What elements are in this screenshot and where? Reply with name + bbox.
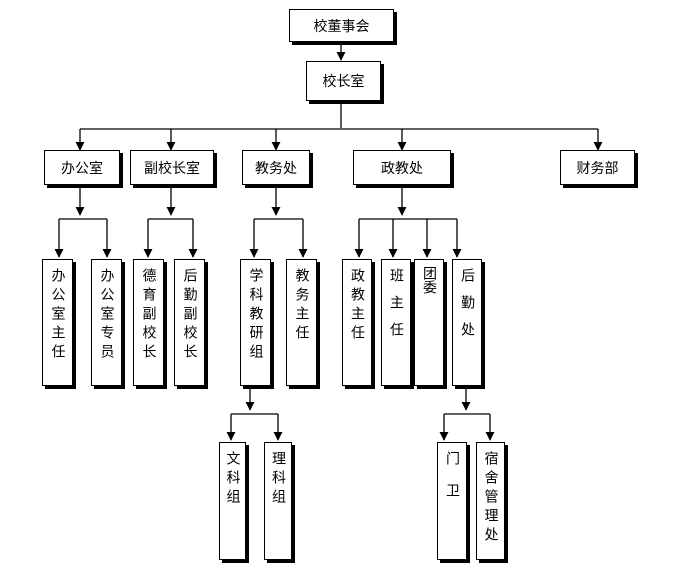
node-office-specialist-label: 办公室专员	[98, 268, 115, 363]
node-academic-affairs-label: 教务处	[255, 160, 297, 177]
node-admin-office-label: 办公室	[61, 160, 103, 177]
node-office-director-label: 办公室主任	[49, 268, 66, 363]
node-political-education: 政教处	[353, 150, 451, 185]
node-board: 校董事会	[289, 9, 394, 42]
node-finance-label: 财务部	[576, 160, 619, 177]
node-moral-vice-principal-label: 德育副校长	[140, 268, 157, 363]
node-political-director-label: 政教主任	[349, 268, 365, 344]
node-gate-guard-label: 门卫	[444, 451, 460, 515]
node-gate-guard: 门卫	[437, 442, 467, 560]
node-political-education-label: 政教处	[381, 160, 423, 177]
node-subject-research-group: 学科教研组	[240, 259, 271, 386]
node-class-teacher-label: 班主任	[388, 268, 404, 349]
youth-league-char-1: 团	[421, 266, 437, 280]
node-dorm-management: 宿舍管理处	[476, 442, 505, 560]
node-logistics-label: 后勤处	[459, 268, 475, 349]
node-dorm-management-label: 宿舍管理处	[482, 451, 499, 546]
node-liberal-arts-group-label: 文科组	[224, 451, 241, 508]
node-logistics-vice-principal-label: 后勤副校长	[181, 268, 198, 363]
node-office-director: 办公室主任	[42, 259, 73, 386]
node-principal-office: 校长室	[306, 61, 381, 101]
node-logistics-vice-principal: 后勤副校长	[174, 259, 205, 386]
node-academic-director-label: 教务主任	[293, 268, 310, 344]
node-class-teacher: 班主任	[381, 259, 411, 386]
node-vice-principal-office-label: 副校长室	[144, 160, 200, 177]
node-board-label: 校董事会	[313, 18, 370, 35]
node-youth-league: 团委	[414, 259, 444, 386]
node-office-specialist: 办公室专员	[91, 259, 122, 386]
node-principal-office-label: 校长室	[322, 74, 365, 90]
node-admin-office: 办公室	[44, 150, 120, 185]
node-logistics: 后勤处	[452, 259, 482, 386]
node-academic-affairs: 教务处	[242, 150, 310, 185]
youth-league-char-2: 委	[421, 280, 437, 294]
node-vice-principal-office: 副校长室	[130, 150, 214, 185]
node-science-group: 理科组	[264, 442, 292, 560]
node-liberal-arts-group: 文科组	[219, 442, 246, 560]
node-finance: 财务部	[560, 150, 635, 185]
node-science-group-label: 理科组	[270, 451, 286, 508]
node-political-director: 政教主任	[342, 259, 372, 386]
node-subject-research-group-label: 学科教研组	[247, 268, 264, 363]
node-moral-vice-principal: 德育副校长	[133, 259, 164, 386]
node-academic-director: 教务主任	[286, 259, 317, 386]
node-youth-league-label: 团委	[420, 266, 438, 385]
